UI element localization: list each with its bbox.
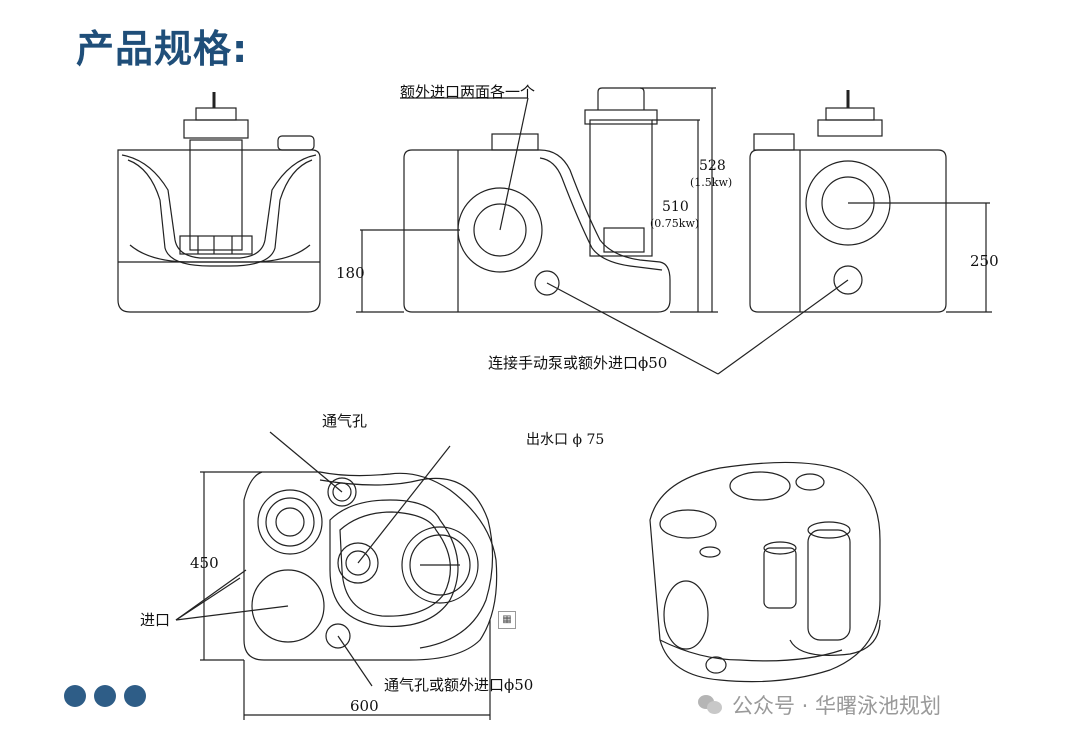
label-dim-180: 180 xyxy=(336,264,365,282)
label-dim-600: 600 xyxy=(350,697,379,715)
side-view-left xyxy=(117,92,321,313)
top-view xyxy=(243,471,498,661)
image-placeholder-icon: ▦ xyxy=(498,611,516,629)
page-title: 产品规格: xyxy=(76,27,249,71)
label-inlet: 进口 xyxy=(140,611,170,629)
label-extra-inlet: 额外进口两面各一个 xyxy=(400,83,535,101)
label-vent-hole: 通气孔 xyxy=(322,412,367,430)
wechat-icon xyxy=(698,695,724,715)
dot-1 xyxy=(64,685,86,707)
manual-pump-leader xyxy=(546,279,849,375)
label-vent-or-extra: 通气孔或额外进口ϕ50 xyxy=(384,676,533,694)
dimension-lines-middle xyxy=(356,87,718,313)
watermark: 公众号 · 华曙泳池规划 xyxy=(698,690,941,720)
watermark-text: 公众号 · 华曙泳池规划 xyxy=(732,694,942,718)
label-dim-528-note: (1.5kw) xyxy=(690,176,732,189)
label-dim-450: 450 xyxy=(190,554,219,572)
label-dim-528: 528 xyxy=(699,158,726,174)
label-dim-250: 250 xyxy=(970,252,999,270)
isometric-view xyxy=(649,461,881,683)
label-outlet: 出水口 ϕ 75 xyxy=(526,432,604,448)
front-view-middle xyxy=(403,87,671,313)
dot-2 xyxy=(94,685,116,707)
label-manual-pump: 连接手动泵或额外进口ϕ50 xyxy=(488,354,667,372)
label-dim-510-note: (0.75kw) xyxy=(650,217,699,230)
dot-3 xyxy=(124,685,146,707)
side-view-right xyxy=(749,90,992,313)
label-dim-510: 510 xyxy=(662,199,689,215)
top-view-dimensions xyxy=(175,431,491,720)
